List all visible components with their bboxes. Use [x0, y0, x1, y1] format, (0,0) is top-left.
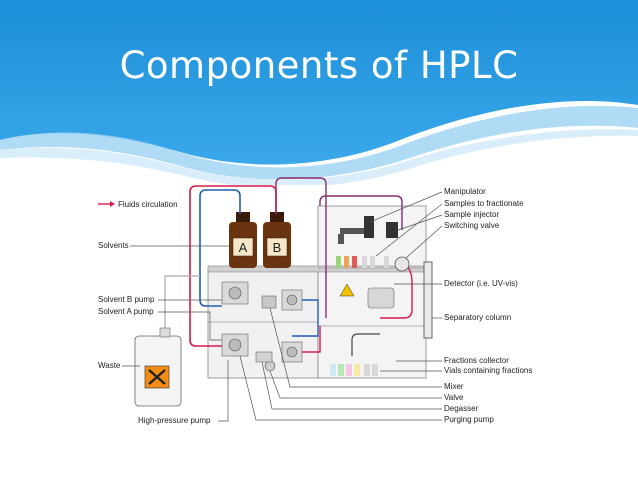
detector: [367, 287, 395, 309]
label-sample-injector: Sample injector: [444, 210, 499, 219]
leader-mixer: [269, 307, 442, 388]
label-separatory-column: Separatory column: [444, 313, 511, 322]
label-samples-to-fractionate: Samples to fractionate: [444, 199, 524, 208]
fraction-vials: [330, 364, 378, 376]
separatory-column: [423, 261, 433, 339]
label-purging-pump: Purging pump: [444, 415, 494, 424]
warning-triangle-icon: [339, 283, 355, 297]
label-valve: Valve: [444, 393, 464, 402]
label-high-pressure-pump: High-pressure pump: [138, 416, 211, 425]
label-degasser: Degasser: [444, 404, 479, 413]
leader-degasser: [261, 361, 442, 410]
solvent-b-pump: [221, 281, 249, 305]
solvent-a-pump: [221, 333, 249, 357]
waste-canister: [134, 275, 200, 407]
label-solvents: Solvents: [98, 241, 129, 250]
bottle-a-label: A: [239, 240, 248, 255]
tube-blue-return: [292, 299, 319, 337]
label-vials-containing-fractions: Vials containing fractions: [444, 366, 532, 375]
label-switching-valve: Switching valve: [444, 221, 500, 230]
solvent-bottle-a: A: [229, 212, 257, 268]
legend-fluids-circulation: Fluids circulation: [118, 200, 178, 209]
leader-high-pressure-pump: [218, 360, 229, 422]
fluids-circulation-arrowhead-icon: [110, 201, 115, 207]
valve: [264, 360, 276, 372]
label-waste: Waste: [98, 361, 121, 370]
leader-solvent-a-pump: [158, 311, 222, 341]
label-manipulator: Manipulator: [444, 187, 486, 196]
tube-red-solvent-b: [189, 185, 277, 347]
label-solvent-a-pump: Solvent A pump: [98, 307, 154, 316]
manipulator: [338, 216, 398, 244]
mixer: [261, 295, 277, 309]
solvent-bottle-b: B: [263, 212, 291, 268]
tube-purple-right: [319, 195, 403, 230]
switching-valve: [394, 256, 410, 272]
leader-purging-pump: [239, 355, 442, 421]
header-banner: [0, 0, 638, 185]
label-solvent-b-pump: Solvent B pump: [98, 295, 155, 304]
tube-purple-main: [275, 177, 327, 318]
tube-blue-solvent-a: [199, 189, 241, 307]
label-mixer: Mixer: [444, 382, 464, 391]
leader-samples: [375, 203, 443, 257]
label-detector: Detector (i.e. UV-vis): [444, 279, 518, 288]
leader-sample-injector: [397, 214, 443, 231]
tube-red-return: [300, 326, 321, 353]
label-fractions-collector: Fractions collector: [444, 356, 509, 365]
fractions-collector: [351, 333, 380, 356]
sample-vials-top: [336, 256, 389, 268]
tube-red-column: [380, 261, 413, 319]
bottle-b-label: B: [273, 240, 282, 255]
high-pressure-pump: [281, 289, 303, 363]
leader-valve: [269, 370, 442, 399]
slide-title: Components of HPLC: [119, 44, 519, 87]
leader-switching-valve: [405, 225, 443, 259]
degasser: [255, 351, 273, 363]
leader-manipulator: [369, 191, 443, 223]
